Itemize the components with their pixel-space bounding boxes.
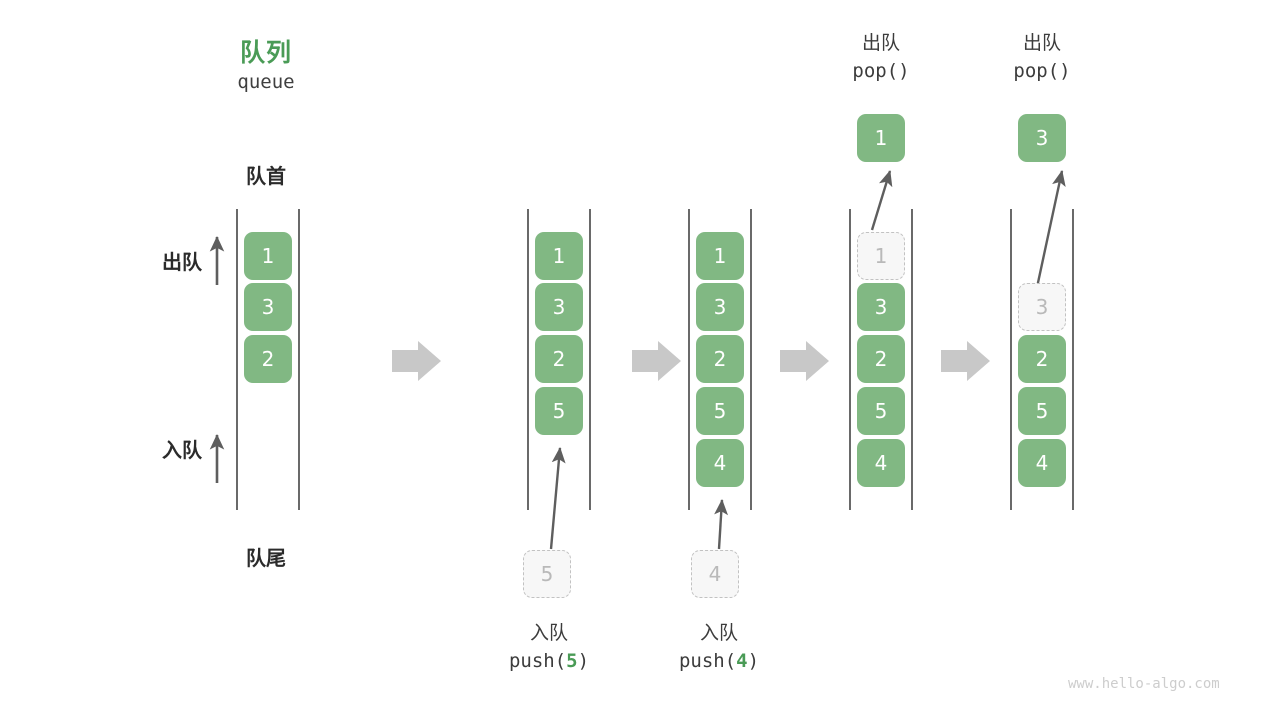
push-4-arrow — [714, 499, 729, 550]
push-5-fn: push( — [508, 649, 567, 672]
queue-element[interactable]: 1 — [535, 232, 583, 280]
pop-1-arrow — [870, 170, 893, 231]
push-5-arrow — [549, 447, 566, 550]
push-4-arg: 4 — [736, 649, 748, 672]
push-4-fn-end: ) — [747, 649, 760, 672]
queue-element-removed[interactable]: 1 — [857, 232, 905, 280]
queue-element[interactable]: 3 — [696, 283, 744, 331]
step-arrow-1 — [392, 341, 441, 381]
queue-element[interactable]: 2 — [857, 335, 905, 383]
queue-element[interactable]: 4 — [1018, 439, 1066, 487]
queue-element[interactable]: 2 — [535, 335, 583, 383]
queue-element[interactable]: 5 — [1018, 387, 1066, 435]
pop-3-caption-cn: 出队 — [1022, 32, 1061, 54]
queue-element[interactable]: 3 — [244, 283, 292, 331]
step-arrow-3 — [780, 341, 829, 381]
queue-element[interactable]: 4 — [857, 439, 905, 487]
push-5-caption-cn: 入队 — [529, 622, 568, 644]
pop-1-caption-cn: 出队 — [861, 32, 900, 54]
pop-3-caption: 出队 pop() — [952, 30, 1132, 85]
queue-element[interactable]: 1 — [244, 232, 292, 280]
queue-element[interactable]: 3 — [857, 283, 905, 331]
queue-element[interactable]: 4 — [696, 439, 744, 487]
pop-3-arrow — [1034, 170, 1066, 293]
push-5-caption: 入队 push(5) — [459, 620, 639, 675]
queue-element[interactable]: 5 — [696, 387, 744, 435]
dequeue-legend-label: 出队 — [162, 250, 202, 274]
queue-tail-label: 队尾 — [246, 546, 286, 570]
step-arrow-2 — [632, 341, 681, 381]
push-input-chip-5[interactable]: 5 — [523, 550, 571, 598]
queue-element-removed[interactable]: 3 — [1018, 283, 1066, 331]
push-4-caption-code: push(4) — [629, 648, 809, 676]
queue-element[interactable]: 3 — [535, 283, 583, 331]
queue-element[interactable]: 2 — [244, 335, 292, 383]
queue-head-label: 队首 — [246, 164, 286, 188]
step-arrow-4 — [941, 341, 990, 381]
pop-1-caption-code: pop() — [852, 59, 910, 82]
queue-element[interactable]: 1 — [696, 232, 744, 280]
page-title-en: queue — [237, 71, 295, 93]
queue-element[interactable]: 5 — [857, 387, 905, 435]
push-4-fn: push( — [678, 649, 737, 672]
push-input-chip-4[interactable]: 4 — [691, 550, 739, 598]
push-5-arg: 5 — [566, 649, 578, 672]
push-4-caption: 入队 push(4) — [629, 620, 809, 675]
push-4-caption-cn: 入队 — [699, 622, 738, 644]
watermark: www.hello-algo.com — [1068, 676, 1220, 692]
pop-3-caption-code: pop() — [1013, 59, 1071, 82]
popped-element-1[interactable]: 1 — [857, 114, 905, 162]
push-5-caption-code: push(5) — [459, 648, 639, 676]
queue-element[interactable]: 2 — [696, 335, 744, 383]
enqueue-legend-label: 入队 — [162, 438, 202, 462]
queue-element[interactable]: 5 — [535, 387, 583, 435]
queue-element[interactable]: 2 — [1018, 335, 1066, 383]
push-5-fn-end: ) — [577, 649, 590, 672]
page-title-cn: 队列 — [239, 38, 292, 67]
popped-element-3[interactable]: 3 — [1018, 114, 1066, 162]
pop-1-caption: 出队 pop() — [791, 30, 971, 85]
